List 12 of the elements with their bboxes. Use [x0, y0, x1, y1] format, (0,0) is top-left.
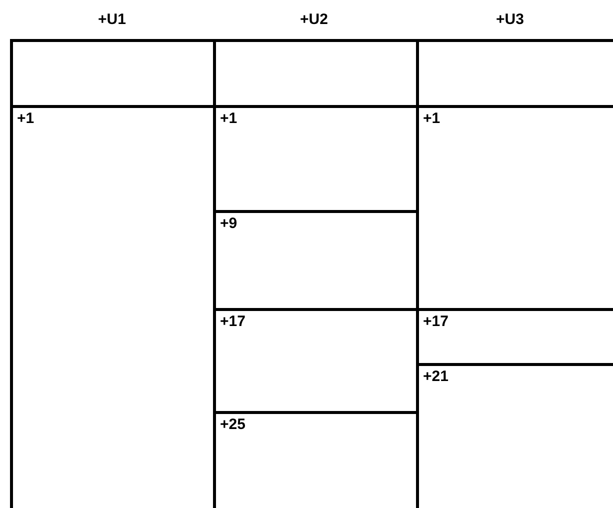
column-heading: +U1 — [98, 11, 126, 28]
slot-number: +1 — [17, 110, 34, 127]
slot-number: +25 — [220, 416, 246, 433]
slot-number: +17 — [220, 313, 246, 330]
slot-number: +17 — [423, 313, 448, 330]
column-heading: +U2 — [300, 11, 328, 28]
slot-number: +9 — [220, 215, 238, 232]
slot-number: +1 — [423, 110, 440, 127]
column-heading: +U3 — [496, 11, 524, 28]
table-cell — [10, 39, 216, 108]
slot-number: +1 — [220, 110, 238, 127]
slot-number: +21 — [423, 368, 448, 385]
